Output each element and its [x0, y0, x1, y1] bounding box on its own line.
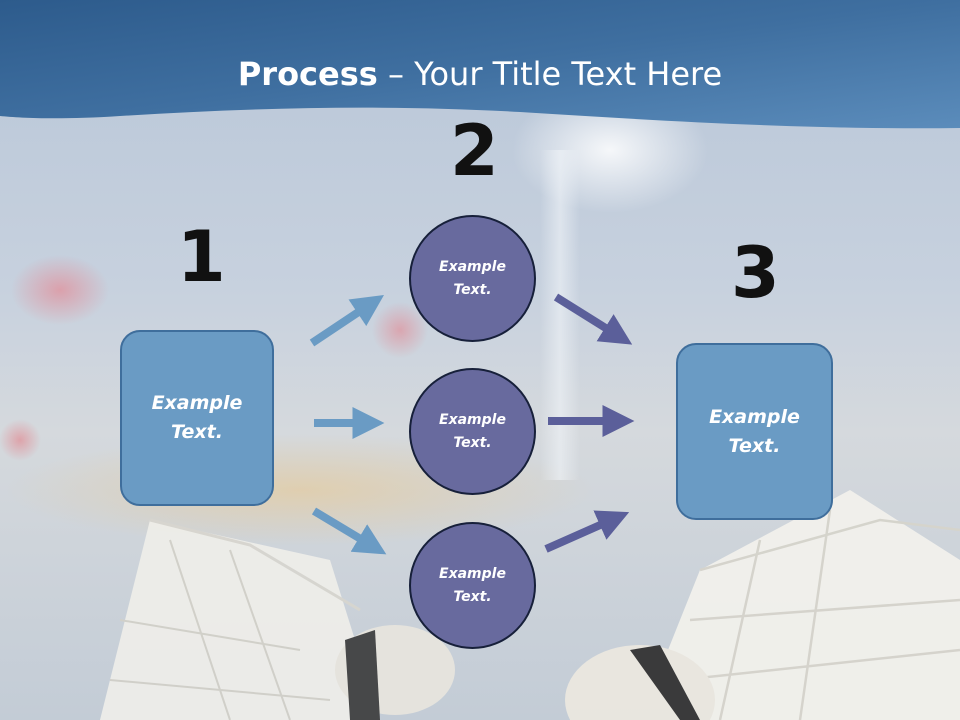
step-1-label-line2: Text. — [171, 421, 223, 443]
step-2-circle-bottom: Example Text. — [409, 522, 536, 649]
circle-middle-line1: Example — [439, 411, 506, 428]
arrow-2-bottom-to-3 — [544, 510, 630, 553]
step-number-3: 3 — [731, 232, 780, 314]
step-2-circle-top: Example Text. — [409, 215, 536, 342]
circle-bottom-line2: Text. — [453, 588, 492, 605]
step-1-label-line1: Example — [151, 392, 243, 414]
step-number-1: 1 — [177, 216, 226, 298]
step-2-circle-middle: Example Text. — [409, 368, 536, 495]
arrow-2-top-to-3 — [553, 293, 633, 345]
title-rest: – Your Title Text Here — [377, 55, 723, 93]
title-bold: Process — [237, 55, 378, 93]
step-3-label-line2: Text. — [728, 434, 781, 457]
circle-top-line1: Example — [439, 258, 506, 275]
page-title: Process – Your Title Text Here — [0, 55, 960, 93]
step-1-box: Example Text. — [120, 330, 274, 506]
step-3-label-line1: Example — [709, 405, 800, 428]
step-3-box: Example Text. — [676, 343, 833, 520]
arrow-1-to-2-bottom — [311, 507, 387, 555]
step-number-2: 2 — [450, 110, 499, 192]
arrow-1-to-2-top — [309, 295, 384, 347]
circle-top-line2: Text. — [453, 281, 492, 298]
circle-middle-line2: Text. — [453, 434, 492, 451]
header-banner — [0, 0, 960, 129]
circle-bottom-line1: Example — [439, 565, 506, 582]
